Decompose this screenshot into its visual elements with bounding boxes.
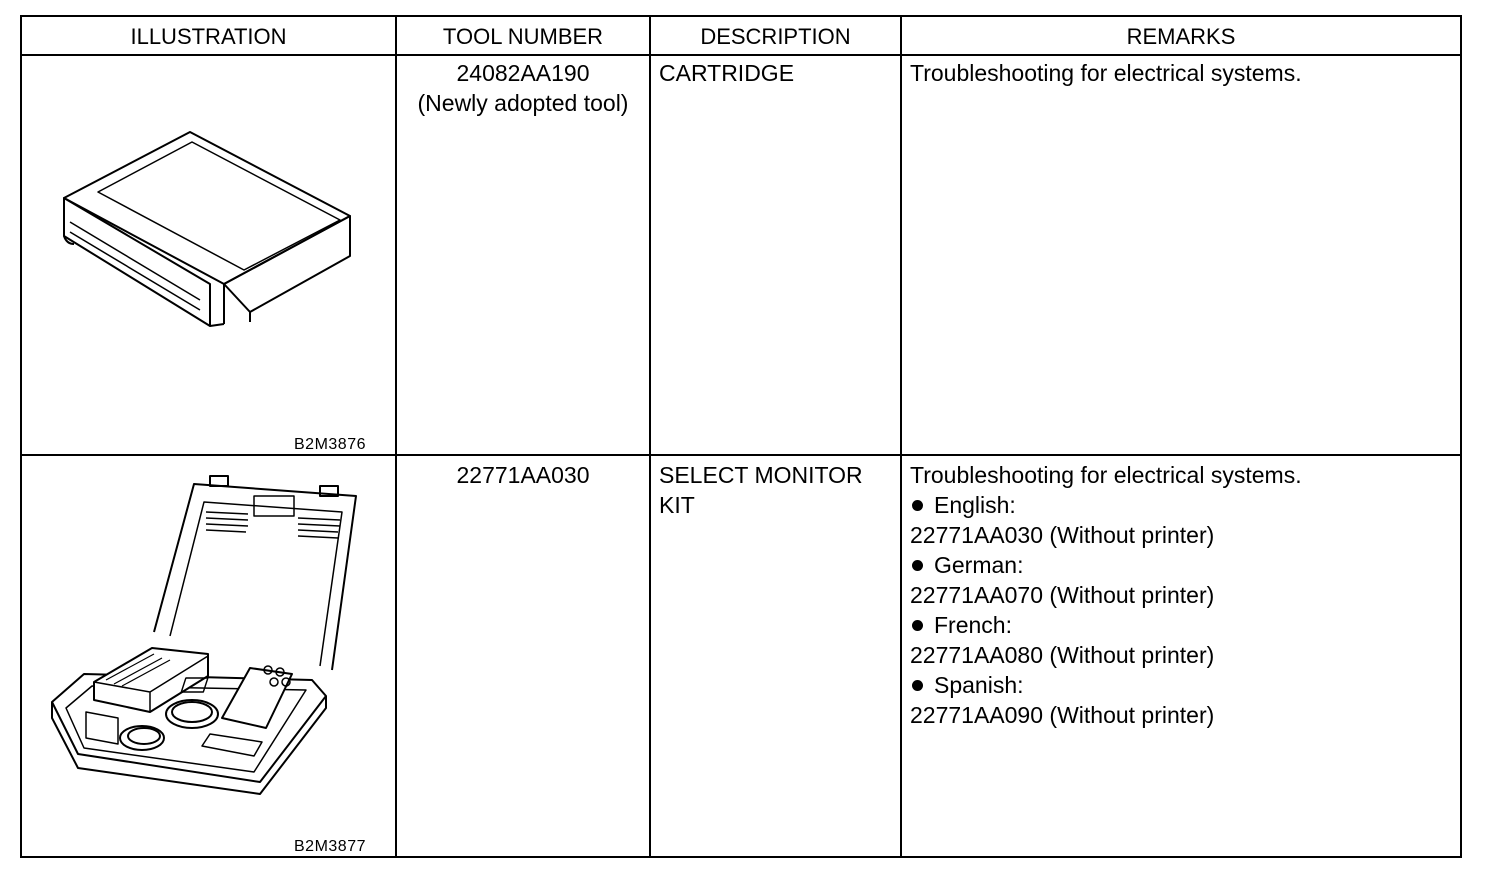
- row-1-description-cell: CARTRIDGE: [651, 56, 900, 454]
- select-monitor-kit-illustration-icon: [51, 475, 357, 795]
- illustration-code: B2M3877: [294, 838, 366, 855]
- column-divider: [900, 17, 902, 856]
- language-label: English:: [910, 490, 1460, 520]
- language-label: French:: [910, 610, 1460, 640]
- tool-note: (Newly adopted tool): [417, 90, 629, 116]
- row-2-description-cell: SELECT MONITOR KIT: [651, 456, 900, 856]
- description-line: KIT: [659, 492, 695, 518]
- column-divider: [395, 17, 397, 856]
- row-1-remarks-cell: Troubleshooting for electrical systems.: [902, 56, 1460, 454]
- description-line: CARTRIDGE: [659, 60, 795, 86]
- cartridge-illustration-icon: [63, 131, 351, 327]
- column-divider: [649, 17, 651, 856]
- row-2-illustration-cell: B2M3877: [22, 456, 395, 856]
- language-part-number: 22771AA080 (Without printer): [910, 642, 1215, 668]
- language-label: German:: [910, 550, 1460, 580]
- special-tools-table: ILLUSTRATION TOOL NUMBER DESCRIPTION REM…: [20, 15, 1462, 858]
- header-description: DESCRIPTION: [700, 24, 851, 49]
- remarks-text: Troubleshooting for electrical systems.: [910, 462, 1302, 488]
- row-divider: [22, 454, 1460, 456]
- tool-number: 24082AA190: [456, 60, 590, 86]
- row-1-illustration-cell: B2M3876: [22, 56, 395, 454]
- language-part-number: 22771AA030 (Without printer): [910, 522, 1215, 548]
- language-part-number: 22771AA090 (Without printer): [910, 702, 1215, 728]
- language-label: Spanish:: [910, 670, 1460, 700]
- remarks-text: Troubleshooting for electrical systems.: [910, 60, 1302, 86]
- description-line: SELECT MONITOR: [659, 462, 863, 488]
- row-1-tool-number-cell: 24082AA190 (Newly adopted tool): [397, 56, 649, 454]
- header-remarks: REMARKS: [1126, 24, 1236, 49]
- row-2-remarks-cell: Troubleshooting for electrical systems. …: [902, 456, 1460, 856]
- row-2-tool-number-cell: 22771AA030: [397, 456, 649, 856]
- illustration-code: B2M3876: [294, 436, 366, 453]
- language-part-number: 22771AA070 (Without printer): [910, 582, 1215, 608]
- header-tool-number: TOOL NUMBER: [442, 24, 604, 49]
- tool-number: 22771AA030: [456, 462, 590, 488]
- header-divider: [22, 54, 1460, 56]
- header-illustration: ILLUSTRATION: [130, 24, 287, 49]
